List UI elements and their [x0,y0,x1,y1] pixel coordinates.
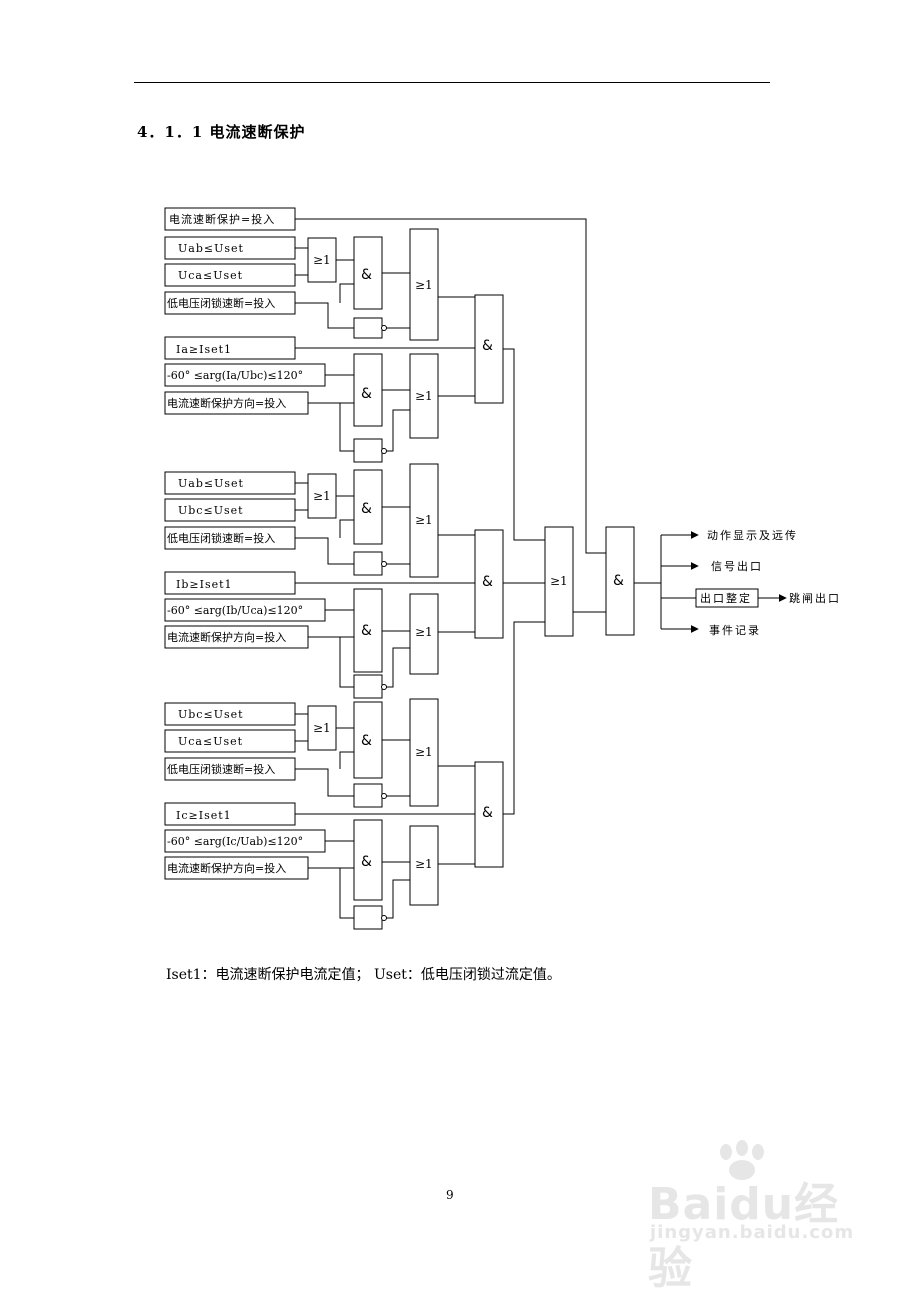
svg-text:Ib≥Iset1: Ib≥Iset1 [176,578,233,591]
svg-text:电流速断保护方向=投入: 电流速断保护方向=投入 [167,630,286,644]
svg-text:&: & [361,386,372,402]
page-number: 9 [446,1188,454,1202]
svg-text:Ia≥Iset1: Ia≥Iset1 [176,343,232,356]
svg-text:低电压闭锁速断=投入: 低电压闭锁速断=投入 [167,531,275,545]
group-b: Uab≤Uset Ubc≤Uset 低电压闭锁速断=投入 Ib≥Iset1 -6… [164,463,504,699]
svg-text:≥1: ≥1 [550,574,568,588]
output-event-record: 事件记录 [709,624,761,637]
svg-text:≥1: ≥1 [415,278,433,292]
watermark-brand: Baidu经验 [648,1179,840,1294]
svg-text:&: & [482,805,493,821]
output-exit-setting: 出口整定 [700,591,752,605]
svg-text:低电压闭锁速断=投入: 低电压闭锁速断=投入 [167,762,275,776]
svg-text:电流速断保护方向=投入: 电流速断保护方向=投入 [167,861,286,875]
svg-text:≥1: ≥1 [415,745,433,759]
group-a: Uab≤Uset Uca≤Uset 低电压闭锁速断=投入 Ia≥Iset1 -6… [164,228,504,463]
svg-text:电流速断保护=投入: 电流速断保护=投入 [169,212,275,226]
output-signal: 信号出口 [711,559,763,573]
svg-text:Ubc≤Uset: Ubc≤Uset [178,708,244,721]
svg-text:Uab≤Uset: Uab≤Uset [178,242,244,255]
svg-text:≥1: ≥1 [313,253,331,267]
baidu-watermark: Baidu经验 jingyan.baidu.com [640,1140,860,1294]
svg-text:&: & [361,854,372,870]
svg-text:≥1: ≥1 [415,625,433,639]
header-rule [134,82,770,83]
svg-text:Uca≤Uset: Uca≤Uset [178,269,243,282]
svg-text:Ubc≤Uset: Ubc≤Uset [178,504,244,517]
svg-text:Ic≥Iset1: Ic≥Iset1 [176,809,232,822]
output-stage: ≥1 & 动作显示及远传 信号出口 出口整定 跳闸出口 事件记录 [503,348,841,815]
svg-text:≥1: ≥1 [415,389,433,403]
watermark-url: jingyan.baidu.com [650,1222,855,1243]
svg-text:&: & [361,267,372,283]
footnote: Iset1：电流速断保护电流定值； Uset：低电压闭锁过流定值。 [166,967,561,983]
svg-text:&: & [361,733,372,749]
svg-text:&: & [613,573,624,589]
svg-text:Uab≤Uset: Uab≤Uset [178,477,244,490]
output-action-display: 动作显示及远传 [707,529,798,542]
svg-text:&: & [361,501,372,517]
section-heading: 4．1．1 电流速断保护 [137,123,306,141]
svg-text:-60° ≤arg(Ic/Uab)≤120°: -60° ≤arg(Ic/Uab)≤120° [167,835,303,848]
svg-text:低电压闭锁速断=投入: 低电压闭锁速断=投入 [167,296,275,310]
svg-text:≥1: ≥1 [313,489,331,503]
svg-text:&: & [482,338,493,354]
wire-enable [295,218,606,554]
svg-text:-60° ≤arg(Ia/Ubc)≤120°: -60° ≤arg(Ia/Ubc)≤120° [167,369,303,382]
svg-text:≥1: ≥1 [415,857,433,871]
input-enable: 电流速断保护=投入 [164,207,296,231]
svg-text:≥1: ≥1 [415,513,433,527]
svg-text:&: & [482,574,493,590]
svg-text:电流速断保护方向=投入: 电流速断保护方向=投入 [167,396,286,410]
svg-text:&: & [361,623,372,639]
svg-text:≥1: ≥1 [313,721,331,735]
paw-icon [720,1140,764,1180]
group-c: Ubc≤Uset Uca≤Uset 低电压闭锁速断=投入 Ic≥Iset1 -6… [164,698,504,930]
output-trip: 跳闸出口 [789,591,841,605]
svg-text:Uca≤Uset: Uca≤Uset [178,735,243,748]
svg-text:-60° ≤arg(Ib/Uca)≤120°: -60° ≤arg(Ib/Uca)≤120° [167,604,303,617]
